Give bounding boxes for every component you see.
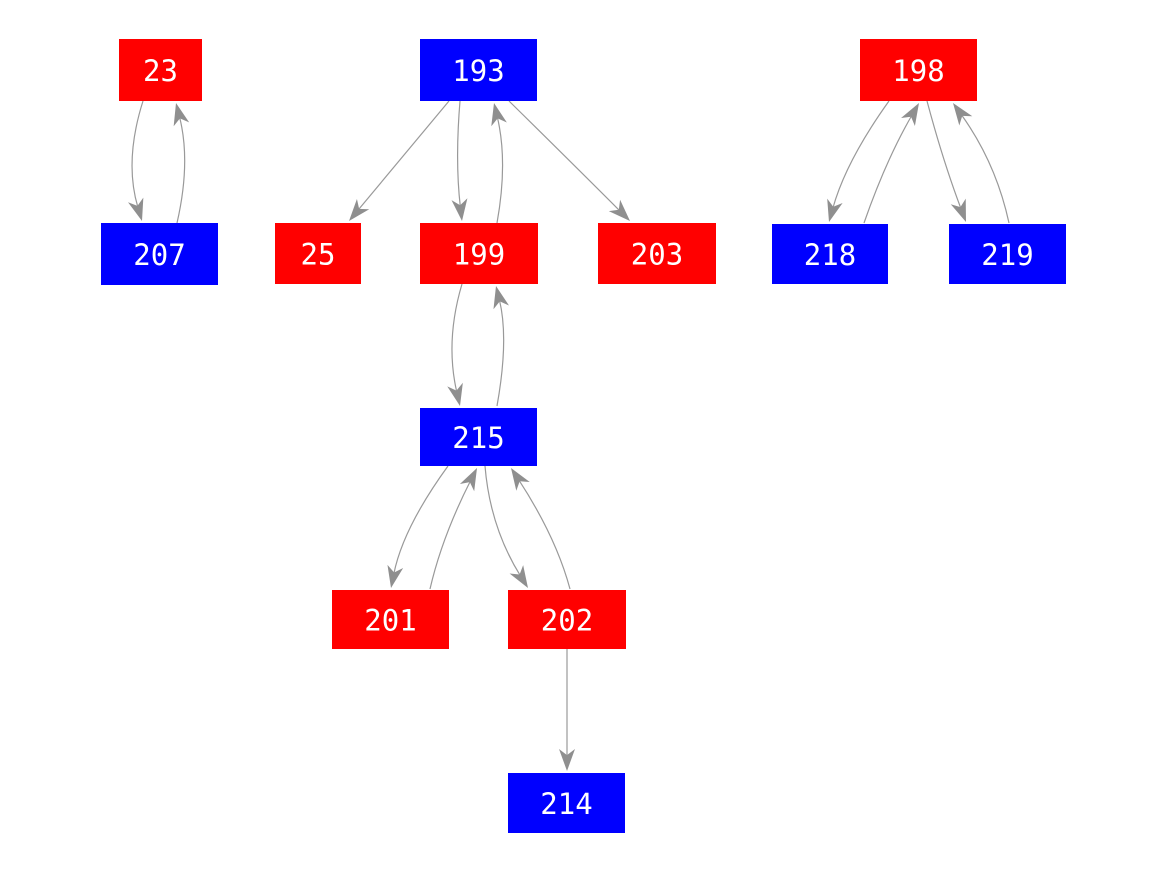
edge-199-215	[451, 283, 463, 393]
node-box-201	[332, 590, 449, 649]
node-box-193	[420, 39, 537, 101]
graph-node-218: 218	[772, 224, 888, 284]
arrowhead-215-202	[509, 565, 528, 588]
arrowhead-23-207	[128, 197, 144, 221]
node-label-198: 198	[892, 54, 944, 88]
graph-node-201: 201	[332, 590, 449, 649]
node-label-25: 25	[301, 238, 336, 272]
node-label-218: 218	[804, 238, 856, 272]
arrowhead-215-201	[387, 564, 404, 588]
node-box-23	[119, 39, 202, 101]
graph-node-219: 219	[949, 224, 1066, 284]
arrowhead-202-215	[511, 468, 530, 491]
edge-201-215	[429, 480, 472, 590]
edge-207-23	[176, 116, 186, 224]
arrowhead-201-215	[459, 468, 477, 492]
arrowhead-215-199	[493, 286, 510, 310]
graph-node-202: 202	[508, 590, 626, 649]
node-box-207	[101, 223, 218, 285]
node-box-199	[420, 223, 538, 284]
graph-node-203: 203	[598, 223, 716, 284]
graph-node-199: 199	[420, 223, 538, 284]
edge-215-199	[496, 299, 505, 407]
graph-node-215: 215	[420, 408, 537, 466]
arrowhead-202-214	[559, 749, 575, 771]
node-label-203: 203	[631, 238, 683, 272]
edge-215-201	[393, 465, 449, 575]
edge-215-202	[484, 465, 521, 577]
node-box-25	[275, 223, 361, 284]
node-label-207: 207	[133, 238, 185, 272]
arrowhead-218-198	[901, 103, 919, 127]
edge-23-207	[131, 100, 144, 208]
node-box-214	[508, 773, 625, 833]
node-label-193: 193	[452, 54, 504, 88]
node-label-23: 23	[143, 54, 178, 88]
arrowhead-193-25	[349, 198, 370, 221]
node-box-198	[860, 39, 977, 101]
node-box-203	[598, 223, 716, 284]
arrowhead-199-193	[491, 103, 507, 127]
graph-node-207: 207	[101, 223, 218, 285]
arrowhead-198-218	[827, 198, 843, 222]
edge-193-203	[508, 100, 621, 212]
arrowhead-198-219	[950, 198, 966, 222]
edge-193-199	[456, 100, 461, 207]
graph-node-198: 198	[860, 39, 977, 101]
edge-219-198	[960, 114, 1010, 224]
edge-218-198	[863, 115, 913, 224]
edge-202-215	[518, 479, 571, 590]
arrowhead-193-199	[451, 198, 468, 221]
node-label-219: 219	[981, 238, 1033, 272]
graph-node-193: 193	[420, 39, 537, 101]
node-label-199: 199	[453, 238, 505, 272]
edge-198-218	[832, 100, 890, 209]
node-label-214: 214	[540, 787, 592, 821]
arrowhead-219-198	[953, 103, 973, 126]
edge-199-193	[496, 116, 504, 224]
node-box-215	[420, 408, 537, 466]
node-box-219	[949, 224, 1066, 284]
node-box-202	[508, 590, 626, 649]
node-label-202: 202	[541, 604, 593, 638]
arrowhead-193-203	[608, 199, 630, 221]
edge-193-25	[357, 100, 450, 211]
edges-layer	[128, 100, 1010, 771]
node-label-215: 215	[452, 421, 504, 455]
node-label-201: 201	[364, 604, 416, 638]
edge-198-219	[926, 100, 962, 209]
graph-node-23: 23	[119, 39, 202, 101]
graph-node-25: 25	[275, 223, 361, 284]
graph-node-214: 214	[508, 773, 625, 833]
arrowhead-199-215	[447, 382, 463, 406]
node-box-218	[772, 224, 888, 284]
arrowhead-207-23	[173, 103, 190, 127]
nodes-layer: 23 207 193 25 199 203 198 218 219 215 201 202 214	[101, 39, 1066, 833]
